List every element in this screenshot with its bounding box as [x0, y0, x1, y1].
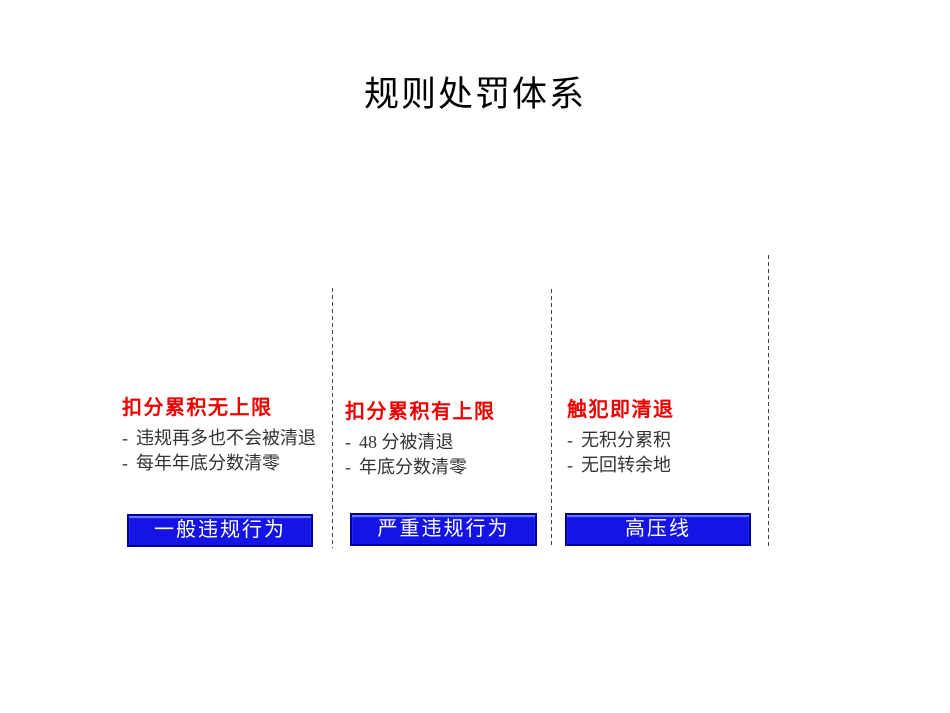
- general-violations-button[interactable]: 一般违规行为: [127, 514, 313, 547]
- bullet-text: 年底分数清零: [359, 457, 467, 477]
- column-serious-violations: 扣分累积有上限 -48 分被清退 -年底分数清零: [345, 395, 540, 480]
- bullet-dash: -: [345, 432, 351, 452]
- bullet-line: -违规再多也不会被清退: [122, 426, 330, 451]
- bullet-text: 无积分累积: [581, 430, 671, 450]
- dashed-separator-1: [332, 288, 333, 548]
- bullet-dash: -: [567, 455, 573, 475]
- bullet-line: -年底分数清零: [345, 455, 540, 480]
- column-general-violations: 扣分累积无上限 -违规再多也不会被清退 -每年年底分数清零: [122, 391, 330, 476]
- column-red-line: 触犯即清退 -无积分累积 -无回转余地: [567, 393, 757, 478]
- bullet-dash: -: [345, 457, 351, 477]
- high-voltage-line-button[interactable]: 高压线: [565, 513, 751, 546]
- bullet-dash: -: [567, 430, 573, 450]
- bullet-line: -无积分累积: [567, 428, 757, 453]
- bullet-line: -每年年底分数清零: [122, 451, 330, 476]
- bullet-dash: -: [122, 453, 128, 473]
- column-heading: 触犯即清退: [567, 399, 675, 421]
- dashed-separator-3: [768, 255, 769, 548]
- bullet-text: 无回转余地: [581, 455, 671, 475]
- bullet-dash: -: [122, 428, 128, 448]
- page-title: 规则处罚体系: [363, 75, 586, 114]
- column-heading: 扣分累积有上限: [345, 401, 496, 423]
- dashed-separator-2: [551, 289, 552, 548]
- column-heading: 扣分累积无上限: [122, 397, 273, 419]
- bullet-text: 每年年底分数清零: [136, 453, 280, 473]
- serious-violations-button[interactable]: 严重违规行为: [350, 513, 537, 546]
- bullet-text: 违规再多也不会被清退: [136, 428, 316, 448]
- bullet-line: -48 分被清退: [345, 430, 540, 455]
- bullet-line: -无回转余地: [567, 453, 757, 478]
- bullet-text: 48 分被清退: [359, 432, 454, 452]
